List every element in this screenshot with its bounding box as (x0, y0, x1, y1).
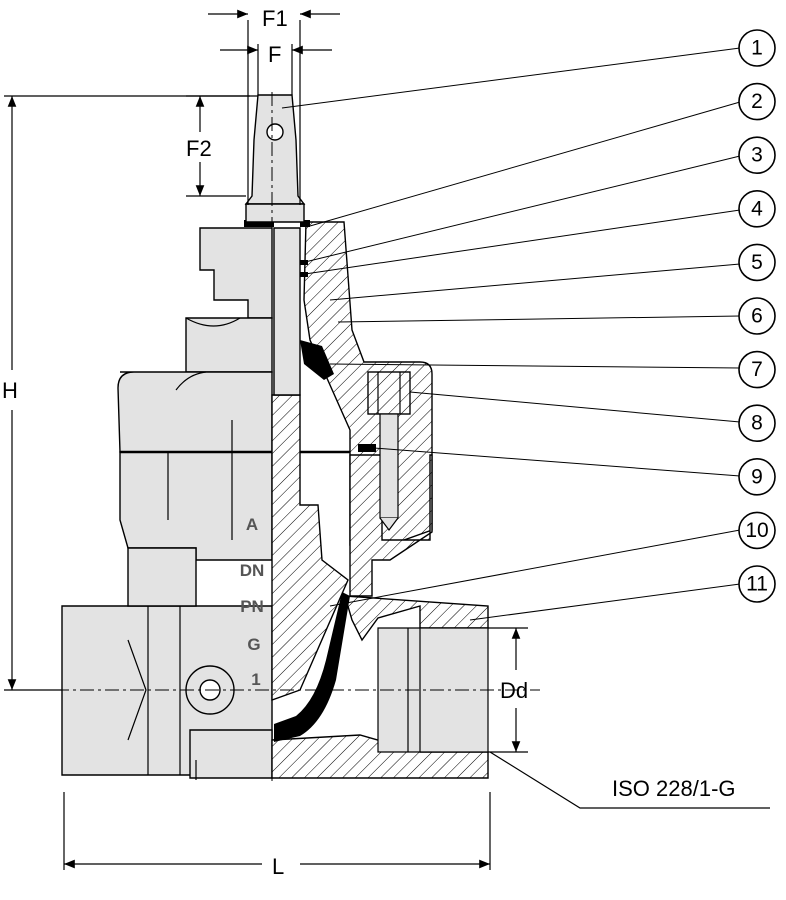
callout-circle (738, 565, 776, 603)
callout-9: 9 (738, 457, 776, 496)
dim-f2: F2 (186, 136, 212, 161)
dim-f: F (268, 42, 281, 67)
callout-number: 5 (751, 251, 763, 274)
callout-number: 1 (751, 37, 763, 60)
dim-h: H (2, 378, 18, 403)
callout-leaders (281, 47, 741, 621)
valve-stem (244, 94, 306, 396)
dim-dd: Dd (500, 678, 528, 703)
callout-circle (738, 404, 776, 443)
callout-number: 11 (746, 573, 768, 596)
callout-circle (738, 243, 776, 282)
dimension-lines (4, 9, 770, 870)
callout-3: 3 (738, 136, 776, 174)
callout-1: 1 (738, 29, 776, 67)
callout-circles: 1 2 3 4 5 6 7 8 9 10 11 (738, 29, 776, 603)
callout-number: 9 (751, 465, 763, 488)
dn-mark: DN (240, 561, 265, 580)
callout-circle (738, 29, 776, 67)
logo-mark: A (246, 515, 258, 534)
dim-l: L (272, 854, 284, 879)
callout-4: 4 (738, 190, 776, 228)
callout-11: 11 (738, 565, 776, 603)
dim-f1: F1 (262, 6, 288, 31)
callout-2: 2 (738, 82, 776, 121)
bonnet-bolt (367, 371, 411, 531)
thread-standard-label: ISO 228/1-G (612, 776, 736, 801)
pn-mark: PN (240, 597, 264, 616)
one-mark: 1 (251, 670, 260, 689)
callout-circle (738, 457, 776, 496)
callout-number: 8 (751, 412, 763, 435)
body-marks: A DN PN G 1 (240, 515, 265, 689)
valve-section (271, 221, 489, 779)
dimension-labels: F1 F F2 H Dd L ISO 228/1-G (2, 6, 736, 879)
callout-number: 10 (745, 519, 768, 542)
callout-6: 6 (738, 297, 776, 335)
stem-seals (244, 220, 376, 452)
centerlines (30, 92, 540, 785)
callout-7: 7 (738, 350, 776, 389)
callout-number: 3 (751, 144, 763, 167)
wedge-seal (274, 592, 350, 742)
callout-number: 4 (751, 197, 763, 220)
g-mark: G (247, 635, 260, 654)
callout-8: 8 (738, 404, 776, 443)
callout-circle (738, 511, 776, 550)
callout-number: 7 (751, 358, 763, 381)
callout-number: 2 (751, 90, 763, 113)
valve-body-exterior (61, 227, 273, 779)
callout-circle (738, 190, 776, 228)
callout-5: 5 (738, 243, 776, 282)
callout-number: 6 (751, 305, 763, 328)
callout-10: 10 (738, 511, 776, 550)
callout-circle (738, 136, 776, 174)
callout-circle (738, 350, 776, 389)
callout-circle (738, 297, 776, 335)
callout-circle (738, 82, 776, 121)
